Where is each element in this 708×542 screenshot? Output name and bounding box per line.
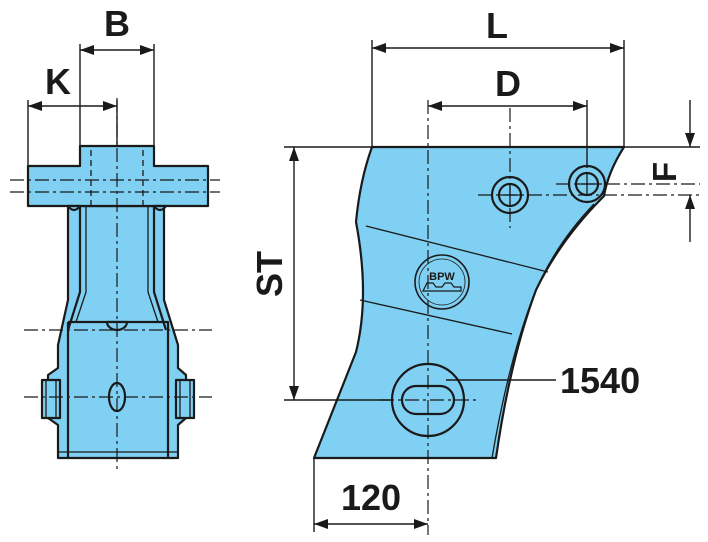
- side-view-right-nut: [174, 378, 196, 420]
- side-view-taper-right: [152, 206, 168, 331]
- side-view: B K: [10, 3, 220, 470]
- side-view-left-nut: [40, 378, 62, 420]
- dimension-f: F: [624, 100, 700, 242]
- side-view-taper-inner-left: [75, 206, 87, 323]
- front-view-inner-curve: [491, 203, 595, 459]
- side-view-taper-left: [66, 206, 82, 331]
- dimension-120-label: 120: [341, 477, 401, 518]
- side-view-lower-box: [68, 320, 170, 458]
- dimension-k-label: K: [45, 61, 71, 102]
- dimension-120: 120: [313, 458, 428, 532]
- part-number-label: 1540: [560, 360, 640, 401]
- front-view-plate: [312, 145, 626, 460]
- dimension-l: L: [371, 5, 625, 147]
- dimension-d-label: D: [495, 63, 521, 104]
- front-view: BPW L D: [249, 5, 700, 535]
- dimension-f-label: F: [646, 162, 683, 182]
- dimension-l-label: L: [486, 5, 508, 46]
- side-view-taper-inner-right: [147, 206, 159, 323]
- leader-1540: 1540: [446, 360, 640, 401]
- dimension-st: ST: [249, 146, 392, 401]
- bpw-logo-text: BPW: [429, 271, 455, 283]
- dimension-st-label: ST: [249, 251, 290, 297]
- bpw-logo: BPW: [414, 254, 470, 310]
- dimension-b-label: B: [104, 3, 130, 44]
- side-view-right-nut-detail: [179, 380, 191, 418]
- side-view-top-bar: [26, 144, 210, 208]
- dimension-b: B: [79, 3, 155, 146]
- dimension-d: D: [428, 63, 588, 168]
- dimension-k: K: [27, 61, 118, 166]
- side-view-weld-left: [66, 204, 82, 212]
- side-view-weld-right: [152, 204, 168, 212]
- front-view-diagonal-lower: [359, 299, 513, 335]
- front-view-diagonal-upper: [365, 225, 549, 273]
- side-view-left-nut-detail: [45, 380, 57, 418]
